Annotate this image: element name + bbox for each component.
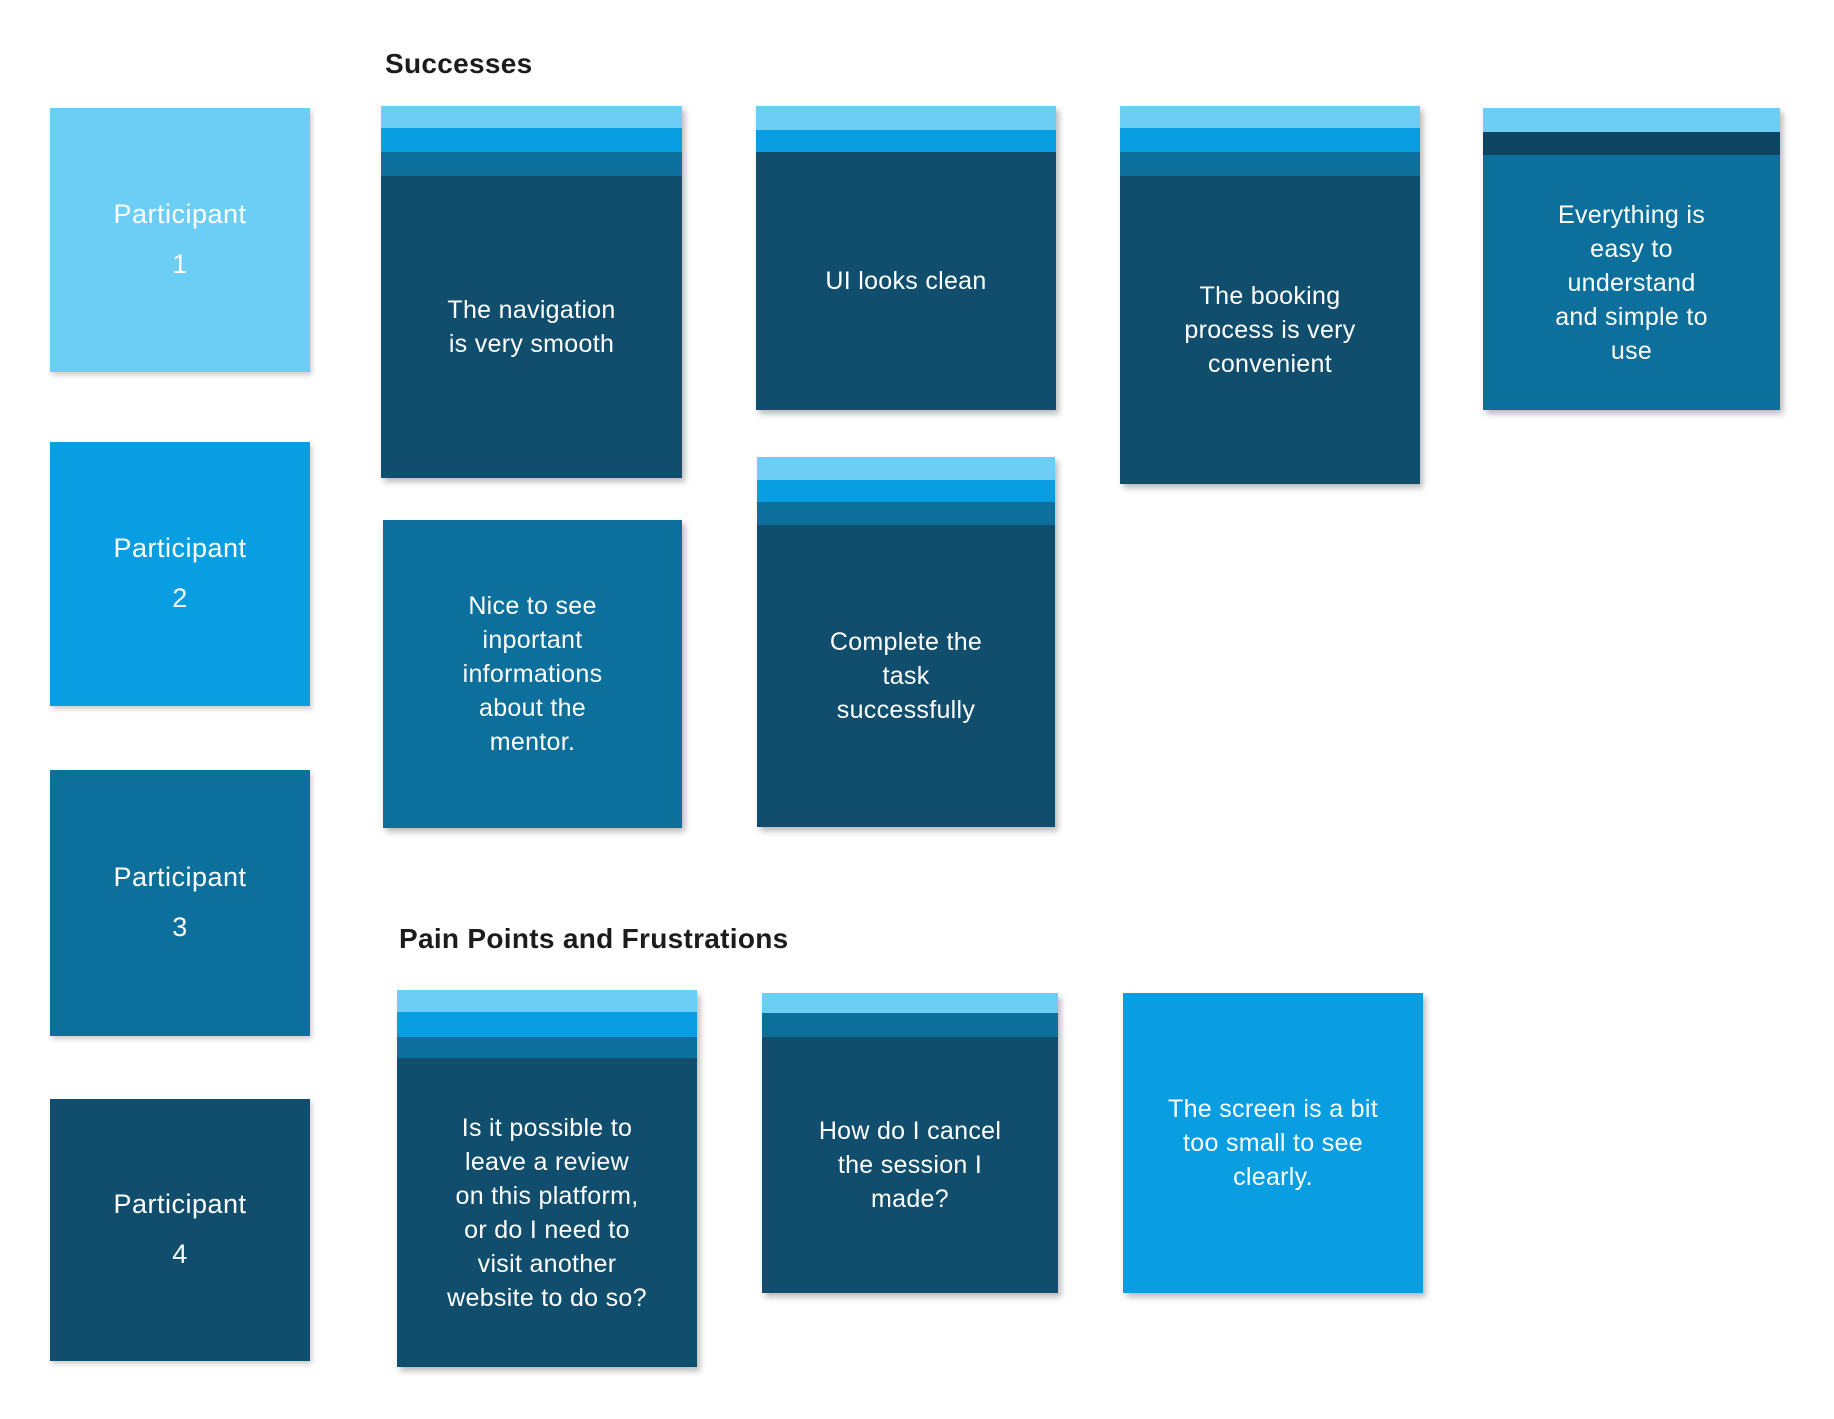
note-body: The navigation is very smooth xyxy=(381,176,682,478)
note-color-stripe xyxy=(381,128,682,152)
note-color-stripe xyxy=(397,1012,697,1037)
sticky-note[interactable]: Everything is easy to understand and sim… xyxy=(1483,108,1780,410)
participant-label: Participant xyxy=(113,862,247,893)
note-color-stripe xyxy=(381,106,682,128)
note-body: Complete the task successfully xyxy=(757,525,1055,827)
section-title-pain-points: Pain Points and Frustrations xyxy=(399,923,789,954)
note-body: The screen is a bit too small to see cle… xyxy=(1123,993,1423,1293)
note-color-stripe xyxy=(756,130,1056,152)
sticky-note-text: The navigation is very smooth xyxy=(447,296,616,358)
sticky-note-text: How do I cancel the session I made? xyxy=(818,1117,1002,1213)
note-color-stripe xyxy=(757,480,1055,502)
participant-number: 3 xyxy=(172,912,188,942)
note-body: UI looks clean xyxy=(756,152,1056,410)
note-color-stripe xyxy=(381,152,682,176)
participant-label: Participant xyxy=(113,1189,247,1220)
note-color-stripe xyxy=(1483,132,1780,155)
sticky-note[interactable]: The navigation is very smooth xyxy=(381,106,682,478)
note-color-stripe xyxy=(757,457,1055,480)
participant-card[interactable]: Participant 2 xyxy=(50,442,310,706)
note-color-stripe xyxy=(1120,106,1420,128)
participant-number: 1 xyxy=(172,249,188,279)
participant-label: Participant xyxy=(113,533,247,564)
note-body: The booking process is very convenient xyxy=(1120,176,1420,484)
note-body: How do I cancel the session I made? xyxy=(762,1037,1058,1293)
participant-card[interactable]: Participant 4 xyxy=(50,1099,310,1361)
note-color-stripe xyxy=(756,106,1056,130)
sticky-note-text: Is it possible to leave a review on this… xyxy=(447,1113,647,1312)
note-color-stripe xyxy=(1120,128,1420,152)
sticky-note[interactable]: UI looks clean xyxy=(756,106,1056,410)
sticky-note[interactable]: Nice to see inportant informations about… xyxy=(383,520,682,828)
participant-number: 4 xyxy=(172,1239,188,1269)
sticky-note[interactable]: Is it possible to leave a review on this… xyxy=(397,990,697,1367)
note-color-stripe xyxy=(1120,152,1420,176)
sticky-note-text: Nice to see inportant informations about… xyxy=(462,592,603,756)
note-color-stripe xyxy=(762,993,1058,1013)
sticky-note-text: The booking process is very convenient xyxy=(1184,282,1356,378)
note-color-stripe xyxy=(397,990,697,1012)
note-body: Nice to see inportant informations about… xyxy=(383,520,682,828)
participant-card[interactable]: Participant 3 xyxy=(50,770,310,1036)
participant-number: 2 xyxy=(172,583,188,613)
note-body: Is it possible to leave a review on this… xyxy=(397,1058,697,1367)
sticky-note[interactable]: The booking process is very convenient xyxy=(1120,106,1420,484)
note-color-stripe xyxy=(1483,108,1780,132)
sticky-note[interactable]: How do I cancel the session I made? xyxy=(762,993,1058,1293)
note-color-stripe xyxy=(757,502,1055,525)
participant-card[interactable]: Participant 1 xyxy=(50,108,310,372)
note-body: Everything is easy to understand and sim… xyxy=(1483,155,1780,410)
sticky-note-text: Complete the task successfully xyxy=(829,628,983,724)
note-color-stripe xyxy=(397,1037,697,1058)
section-title-successes: Successes xyxy=(385,48,533,79)
sticky-note[interactable]: Complete the task successfully xyxy=(757,457,1055,827)
sticky-note-text: The screen is a bit too small to see cle… xyxy=(1168,1095,1378,1191)
sticky-note[interactable]: The screen is a bit too small to see cle… xyxy=(1123,993,1423,1293)
participant-label: Participant xyxy=(113,199,247,230)
note-color-stripe xyxy=(762,1013,1058,1037)
sticky-note-text: Everything is easy to understand and sim… xyxy=(1555,200,1708,365)
sticky-note-text: UI looks clean xyxy=(825,267,987,295)
